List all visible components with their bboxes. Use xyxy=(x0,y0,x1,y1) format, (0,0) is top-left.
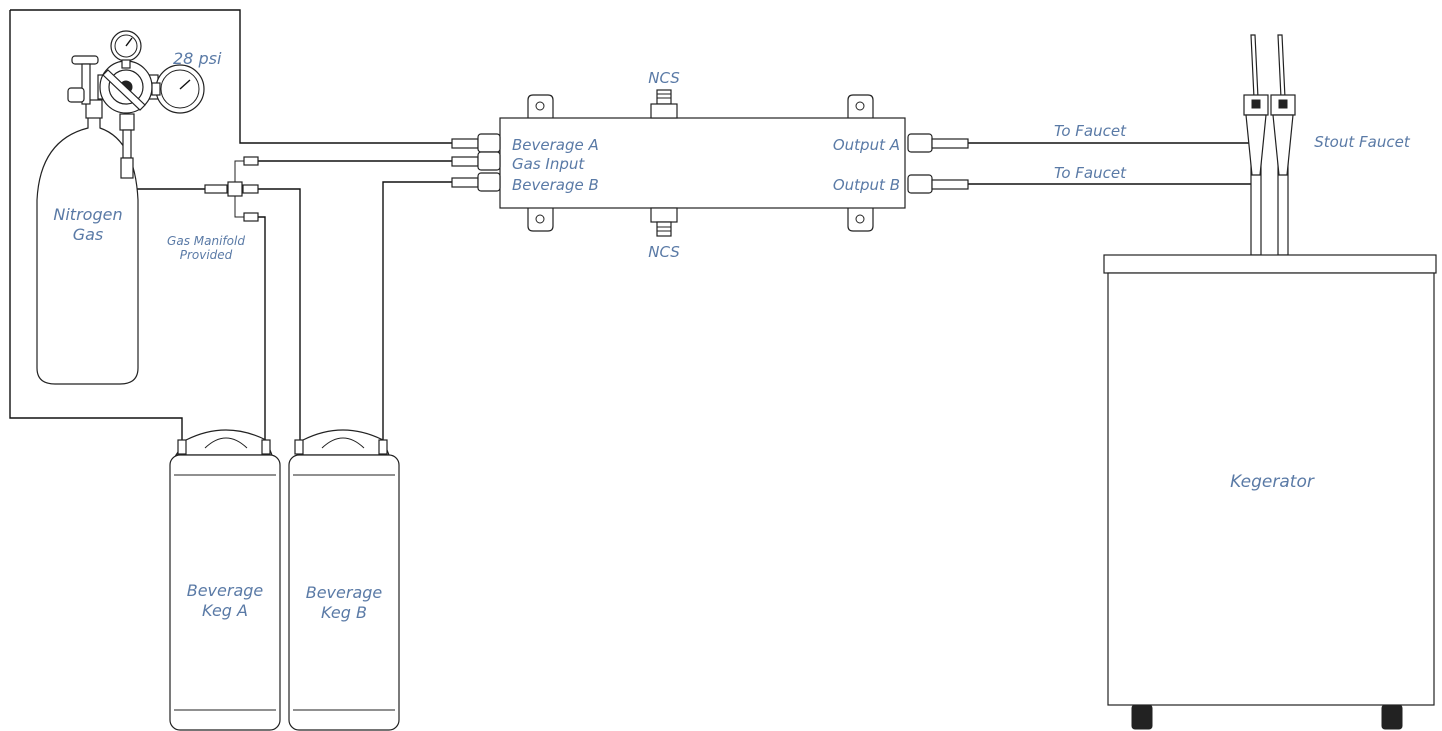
gas-input-label: Gas Input xyxy=(512,155,585,173)
output-a-label: Output A xyxy=(833,136,900,154)
keg-a-label-line2: Keg A xyxy=(202,601,248,620)
mixing-block xyxy=(499,94,906,232)
beverage-a-input-label: Beverage A xyxy=(512,136,599,154)
gas-line-regulator-to-manifold xyxy=(129,180,205,190)
gas-line-to-keg-b xyxy=(258,188,301,440)
stout-faucet-label: Stout Faucet xyxy=(1314,133,1411,151)
gas-line-to-keg-a xyxy=(258,216,266,440)
labels: 28 psi Nitrogen Gas Gas Manifold Provide… xyxy=(53,49,1410,622)
to-faucet-a-label: To Faucet xyxy=(1054,122,1127,140)
keg-a-label-line1: Beverage xyxy=(187,581,264,600)
keg-icon xyxy=(169,429,400,731)
ncs-top-label: NCS xyxy=(648,69,680,87)
barb-fitting-icon xyxy=(451,133,969,194)
pressure-gauge-icon xyxy=(110,30,205,114)
kegerator-icon xyxy=(1103,254,1437,730)
faucet-icon xyxy=(1243,34,1296,256)
keg-b-label-line1: Beverage xyxy=(306,583,383,602)
keg-b-label-line2: Keg B xyxy=(321,603,367,622)
to-faucet-b-label: To Faucet xyxy=(1054,164,1127,182)
manifold-label-line2: Provided xyxy=(180,248,233,262)
nitrogen-label-line2: Gas xyxy=(73,225,104,244)
manifold-label-line1: Gas Manifold xyxy=(167,234,245,248)
ncs-valve-icon xyxy=(650,89,678,237)
gas-line-to-keg-a-in xyxy=(9,10,183,440)
gas-line-to-beverage-a xyxy=(140,9,452,144)
regulator-icon xyxy=(67,55,159,179)
gas-manifold-icon xyxy=(204,156,259,222)
beverage-line-keg-b xyxy=(382,181,452,440)
pressure-label: 28 psi xyxy=(173,49,222,68)
output-b-label: Output B xyxy=(833,176,900,194)
nitrogen-label-line1: Nitrogen xyxy=(53,205,122,224)
ncs-bottom-label: NCS xyxy=(648,243,680,261)
beverage-b-input-label: Beverage B xyxy=(512,176,599,194)
kegerator-label: Kegerator xyxy=(1230,472,1315,492)
